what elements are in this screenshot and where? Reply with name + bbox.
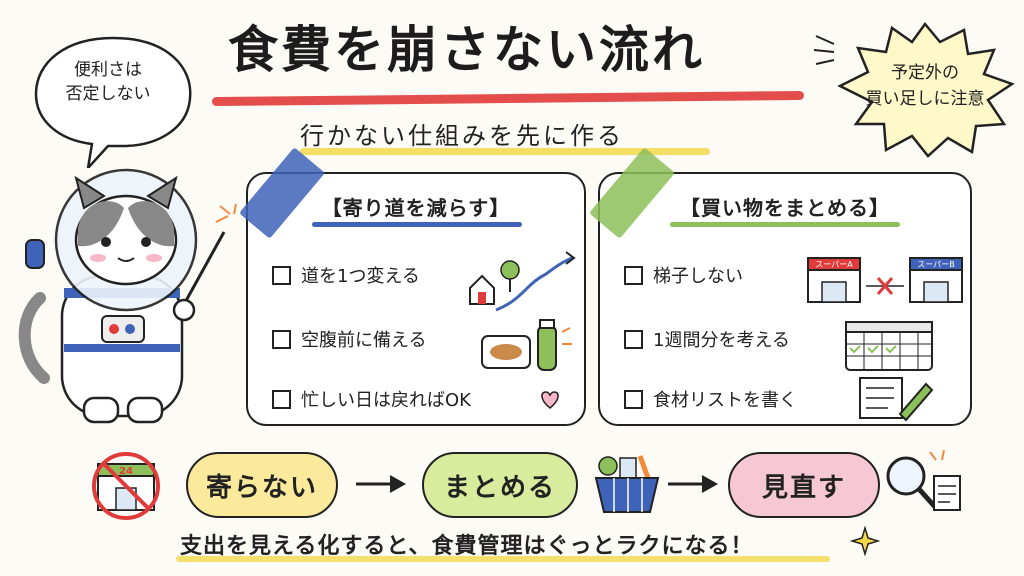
magnifier-document-icon (886, 449, 961, 511)
sparkle-icon (850, 526, 880, 556)
warning-line1: 予定外の (891, 63, 959, 83)
astronaut-cat-mascot (18, 168, 226, 424)
page-title: 食費を崩さない流れ (228, 21, 705, 79)
heart-icon (541, 391, 559, 409)
speech-bubble-text: 便利さは 否定しない (48, 58, 168, 106)
checklist-item-label: 忙しい日は戻ればOK (301, 390, 471, 411)
checklist-item-label: 食材リストを書く (653, 390, 797, 411)
flow-step-no-detour: 寄らない (186, 452, 338, 518)
shopping-basket-icon (594, 455, 660, 513)
no-convenience-store-icon: 24 (92, 452, 160, 520)
checkbox[interactable] (624, 265, 643, 285)
two-stores-icon: スーパーA スーパーB (807, 257, 963, 303)
checklist-item[interactable]: 忙しい日は戻ればOK (272, 386, 471, 412)
checklist-item[interactable]: 1週間分を考える (624, 326, 790, 352)
checklist-item-label: 道を1つ変える (301, 266, 420, 287)
checkbox[interactable] (272, 389, 291, 409)
checkbox[interactable] (624, 389, 643, 409)
route-change-icon (469, 251, 576, 312)
warning-burst-shape (837, 21, 1015, 158)
checklist-item[interactable]: 梯子しない (624, 262, 743, 288)
card-right-title-underline (670, 222, 900, 227)
flow-step-label: 見直す (761, 472, 846, 503)
card-left-title: 【寄り道を減らす】 (321, 196, 511, 220)
flow-step-label: 寄らない (205, 472, 318, 503)
checkbox[interactable] (624, 329, 643, 349)
store-b-label: スーパーB (917, 260, 954, 269)
flow-step-bundle: まとめる (422, 452, 578, 518)
checklist-item-label: 空腹前に備える (301, 330, 427, 351)
arrow-right-icon (356, 475, 406, 493)
checkbox[interactable] (272, 329, 291, 349)
flow-step-label: まとめる (443, 472, 556, 503)
warning-line2: 買い足しに注意 (865, 89, 985, 109)
card-bundle-shopping: 【買い物をまとめる】 梯子しない 1週間分を考える 食材リストを書く スーパーA… (598, 172, 972, 426)
shopping-list-icon (859, 377, 934, 422)
store-sign-label: 24 (119, 466, 133, 477)
lunchbox-bottle-icon (481, 319, 572, 371)
speech-bubble-shape (34, 36, 192, 168)
checklist-item[interactable]: 食材リストを書く (624, 386, 797, 412)
arrow-right-icon (668, 475, 718, 493)
speech-bubble-line1: 便利さは (74, 60, 142, 80)
title-underline (211, 90, 805, 107)
checklist-item[interactable]: 空腹前に備える (272, 326, 426, 352)
card-reduce-detours: 【寄り道を減らす】 道を1つ変える 空腹前に備える 忙しい日は戻ればOK (246, 172, 586, 426)
flow-step-review: 見直す (728, 452, 880, 518)
speech-bubble-line2: 否定しない (65, 84, 151, 104)
page-subtitle: 行かない仕組みを先に作る (300, 122, 624, 150)
checklist-item-label: 梯子しない (653, 266, 743, 287)
checklist-item[interactable]: 道を1つ変える (272, 262, 420, 288)
bottom-message-underline (176, 556, 830, 562)
checkbox[interactable] (272, 265, 291, 285)
checklist-item-label: 1週間分を考える (653, 330, 790, 351)
pointer-sparkle-icon (215, 203, 237, 223)
card-left-title-underline (312, 222, 522, 227)
card-right-title: 【買い物をまとめる】 (680, 196, 890, 220)
emphasis-marks-icon (813, 35, 835, 65)
store-a-label: スーパーA (815, 260, 853, 269)
subtitle-underline (300, 148, 710, 155)
warning-burst-text: 予定外の 買い足しに注意 (850, 60, 1000, 112)
bottom-message: 支出を見える化すると、食費管理はぐっとラクになる！ (180, 534, 754, 559)
calendar-icon (845, 321, 933, 371)
